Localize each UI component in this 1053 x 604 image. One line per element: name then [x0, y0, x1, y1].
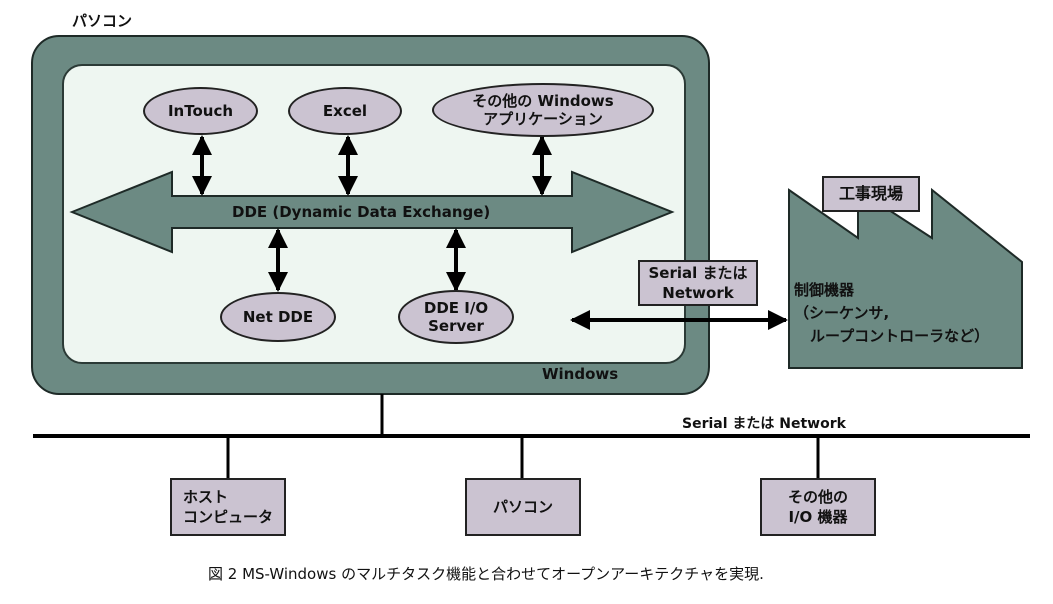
excel-app: Excel	[288, 87, 402, 135]
serial-box-line1: Serial または	[648, 264, 748, 282]
host-line2: コンピュータ	[182, 508, 273, 526]
control-title: 制御機器	[794, 281, 855, 299]
factory-label-box: 工事現場	[822, 176, 920, 212]
serial-box-line2: Network	[662, 284, 734, 302]
serial-network-box: Serial または Network	[638, 260, 758, 306]
intouch-label: InTouch	[167, 102, 234, 120]
dde-io-server: DDE I/O Server	[398, 290, 514, 344]
host-line1: ホスト	[182, 488, 228, 506]
control-line2: ループコントローラなど）	[810, 327, 990, 345]
factory-building	[788, 187, 1023, 369]
dde-io-line1: DDE I/O	[423, 299, 489, 317]
other-app-line1: その他の Windows	[472, 92, 614, 110]
io-line2: I/O 機器	[788, 508, 848, 526]
intouch-app: InTouch	[143, 87, 258, 135]
windows-label: Windows	[542, 365, 619, 383]
pc-device-label: パソコン	[492, 498, 553, 516]
figure-caption: 図 2 MS-Windows のマルチタスク機能と合わせてオープンアーキテクチャ…	[208, 565, 764, 583]
net-dde-label: Net DDE	[242, 308, 314, 326]
other-io-box: その他の I/O 機器	[760, 478, 876, 536]
host-computer-box: ホスト コンピュータ	[170, 478, 286, 536]
pc-label: パソコン	[72, 12, 133, 30]
dde-io-line2: Server	[428, 317, 484, 335]
dde-double-arrow	[69, 170, 675, 254]
excel-label: Excel	[322, 102, 368, 120]
factory-label: 工事現場	[838, 184, 903, 203]
net-dde: Net DDE	[220, 292, 336, 342]
pc-device-box: パソコン	[465, 478, 581, 536]
io-line1: その他の	[787, 488, 848, 506]
control-line1: （シーケンサ,	[794, 304, 890, 322]
dde-label: DDE (Dynamic Data Exchange)	[232, 203, 491, 221]
bus-label: Serial または Network	[682, 416, 846, 432]
other-app-line2: アプリケーション	[483, 110, 603, 128]
other-windows-app: その他の Windows アプリケーション	[432, 83, 654, 137]
